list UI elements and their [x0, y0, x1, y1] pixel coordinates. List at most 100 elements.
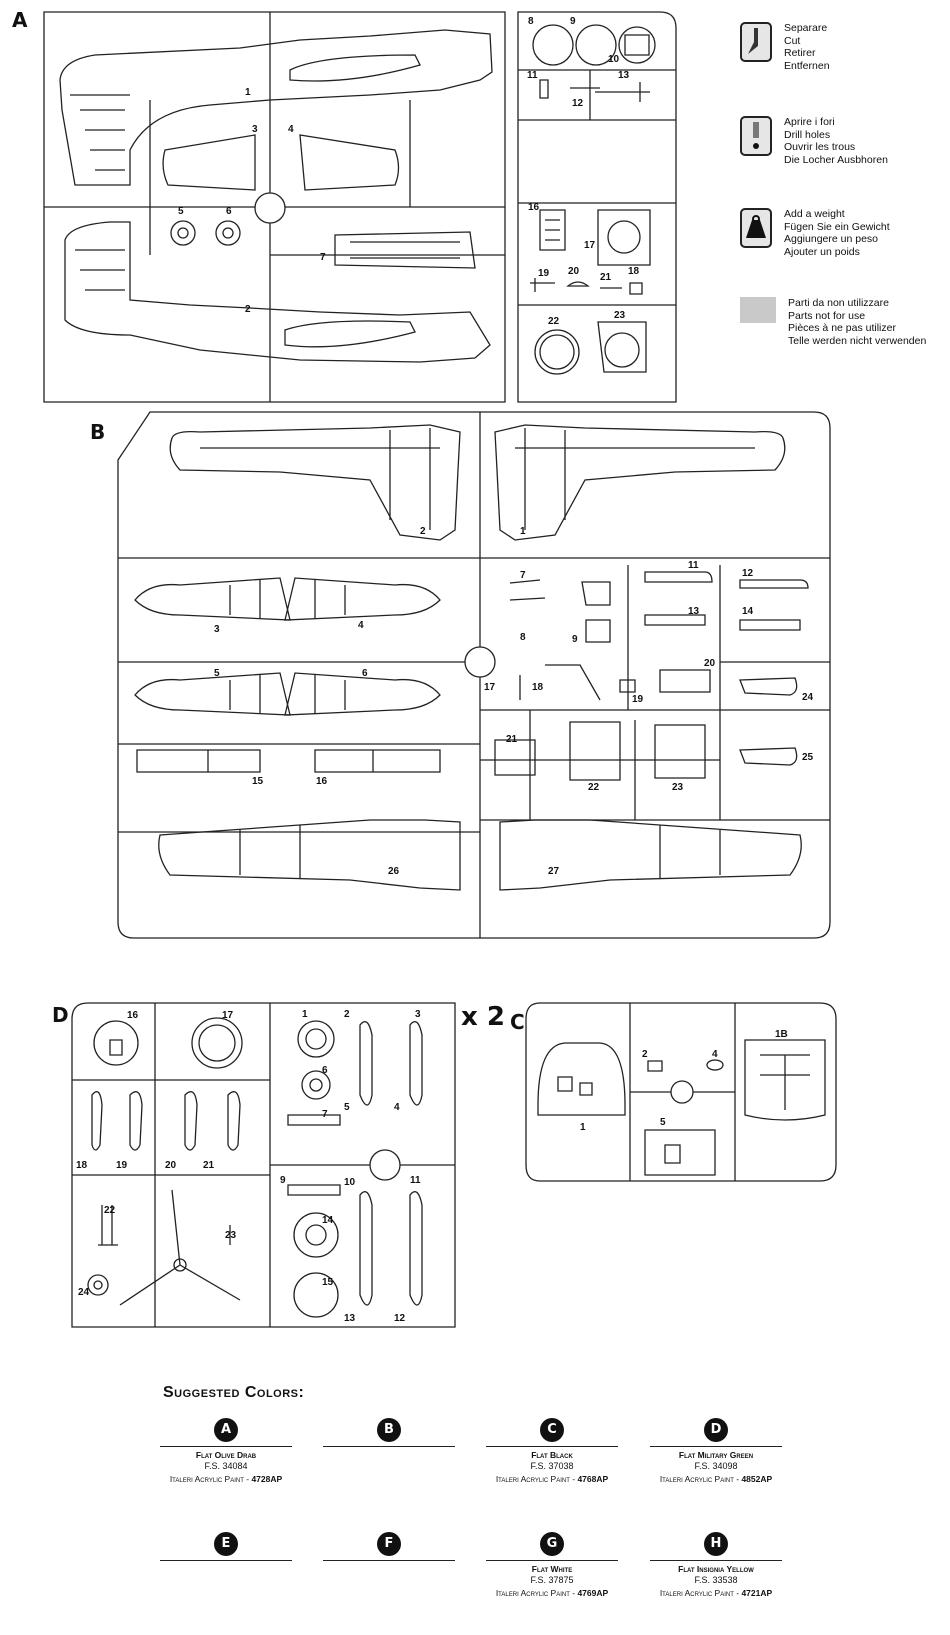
part-d10: 10 [344, 1177, 356, 1188]
color-fs: F.S. 37875 [530, 1575, 574, 1585]
part-d15: 15 [322, 1277, 334, 1288]
color-paint: Italeri Acrylic Paint - 4721AP [659, 1588, 773, 1598]
part-d22: 22 [104, 1205, 116, 1216]
unused-swatch [740, 297, 776, 323]
color-fs: F.S. 37038 [530, 1461, 574, 1471]
color-letter-badge: A [214, 1418, 238, 1442]
color-d: D Flat Military Green F.S. 34098 Italeri… [650, 1418, 782, 1484]
part-a20: 20 [568, 266, 580, 277]
legend-cut-en: Cut [784, 34, 801, 47]
color-a: A Flat Olive Drab F.S. 34084 Italeri Acr… [160, 1418, 292, 1484]
part-d19: 19 [116, 1160, 128, 1171]
divider [486, 1446, 618, 1447]
color-letter-badge: H [704, 1532, 728, 1556]
part-a19: 19 [538, 268, 550, 279]
legend-drill-it: Aprire i fori [784, 116, 835, 128]
part-a7: 7 [320, 252, 326, 263]
legend-unused-it: Parti da non utilizzare [788, 297, 889, 309]
part-d14: 14 [322, 1215, 334, 1226]
color-name: Flat White [531, 1564, 573, 1574]
legend-drill-de: Die Locher Ausbhoren [784, 153, 888, 166]
color-name: Flat Black [531, 1450, 573, 1460]
color-letter-badge: G [540, 1532, 564, 1556]
legend-unused: Parti da non utilizzare Parts not for us… [740, 297, 926, 347]
legend-unused-fr: Pièces à ne pas utilizer [788, 322, 896, 334]
color-fs: F.S. 34098 [694, 1461, 738, 1471]
part-b13: 13 [688, 606, 700, 617]
part-a18: 18 [628, 266, 640, 277]
part-d6: 6 [322, 1065, 328, 1076]
part-b11: 11 [688, 560, 699, 571]
color-letter-badge: B [377, 1418, 401, 1442]
part-d9: 9 [280, 1175, 286, 1186]
part-b3: 3 [214, 624, 220, 635]
legend-cut: Separare Cut Retirer Entfernen [740, 22, 830, 72]
divider [486, 1560, 618, 1561]
part-c4: 4 [712, 1049, 718, 1060]
part-d16: 16 [127, 1010, 139, 1021]
drill-icon [740, 116, 772, 156]
part-b16: 16 [316, 776, 328, 787]
part-b9: 9 [572, 634, 578, 645]
legend-weight-fr: Ajouter un poids [784, 245, 860, 258]
legend-drill-fr: Ouvrir les trous [784, 141, 856, 153]
part-d21: 21 [203, 1160, 215, 1171]
part-a12: 12 [572, 98, 584, 109]
part-b6: 6 [362, 668, 368, 679]
part-b7: 7 [520, 570, 526, 581]
part-d3: 3 [415, 1009, 421, 1020]
weight-icon [740, 208, 772, 248]
part-b24: 24 [802, 692, 814, 703]
color-name: Flat Olive Drab [195, 1450, 257, 1460]
sprue-d: 16 17 18 19 20 21 22 23 24 1 2 3 6 7 5 4… [71, 1002, 456, 1328]
part-a11: 11 [527, 70, 538, 81]
legend-weight-it: Aggiungere un peso [784, 233, 878, 245]
legend-drill: Aprire i fori Drill holes Ouvrir les tro… [740, 116, 888, 166]
sprue-a: 1 2 3 4 5 6 7 8 9 10 11 12 13 16 17 19 2… [43, 11, 677, 403]
part-b25: 25 [802, 752, 814, 763]
part-d23: 23 [225, 1230, 237, 1241]
part-a4: 4 [288, 124, 294, 135]
part-d12: 12 [394, 1313, 406, 1324]
sprue-b-label: B [90, 420, 106, 444]
color-h: H Flat Insignia Yellow F.S. 33538 Italer… [650, 1532, 782, 1598]
color-name: Flat Insignia Yellow [678, 1564, 754, 1574]
sprue-d-label: D [52, 1003, 69, 1027]
quantity-multiplier: x 2 [461, 1002, 505, 1032]
part-a21: 21 [600, 272, 612, 283]
color-letter-badge: F [377, 1532, 401, 1556]
legend-weight: Add a weight Fügen Sie ein Gewicht Aggiu… [740, 208, 890, 258]
color-paint: Italeri Acrylic Paint - 4768AP [495, 1474, 609, 1484]
part-b18: 18 [532, 682, 544, 693]
color-f: F [323, 1532, 455, 1564]
part-a23: 23 [614, 310, 626, 321]
part-d1: 1 [302, 1009, 308, 1020]
color-fs: F.S. 34084 [204, 1461, 248, 1471]
part-a5: 5 [178, 206, 184, 217]
part-b17: 17 [484, 682, 496, 693]
divider [650, 1560, 782, 1561]
color-c: C Flat Black F.S. 37038 Italeri Acrylic … [486, 1418, 618, 1484]
part-b2: 2 [420, 526, 426, 537]
color-letter-badge: D [704, 1418, 728, 1442]
part-a6: 6 [226, 206, 232, 217]
knife-icon [740, 22, 772, 62]
part-d13: 13 [344, 1313, 356, 1324]
part-c2: 2 [642, 1049, 648, 1060]
part-a16: 16 [528, 202, 540, 213]
divider [323, 1560, 455, 1561]
part-a17: 17 [584, 240, 596, 251]
part-b19: 19 [632, 694, 644, 705]
legend-drill-en: Drill holes [784, 128, 831, 141]
divider [160, 1560, 292, 1561]
part-b4: 4 [358, 620, 364, 631]
part-b5: 5 [214, 668, 220, 679]
part-b23: 23 [672, 782, 684, 793]
part-a3: 3 [252, 124, 258, 135]
color-b: B [323, 1418, 455, 1450]
color-letter-badge: E [214, 1532, 238, 1556]
divider [160, 1446, 292, 1447]
color-paint: Italeri Acrylic Paint - 4852AP [659, 1474, 773, 1484]
part-b14: 14 [742, 606, 754, 617]
legend-unused-en: Parts not for use [788, 309, 866, 322]
